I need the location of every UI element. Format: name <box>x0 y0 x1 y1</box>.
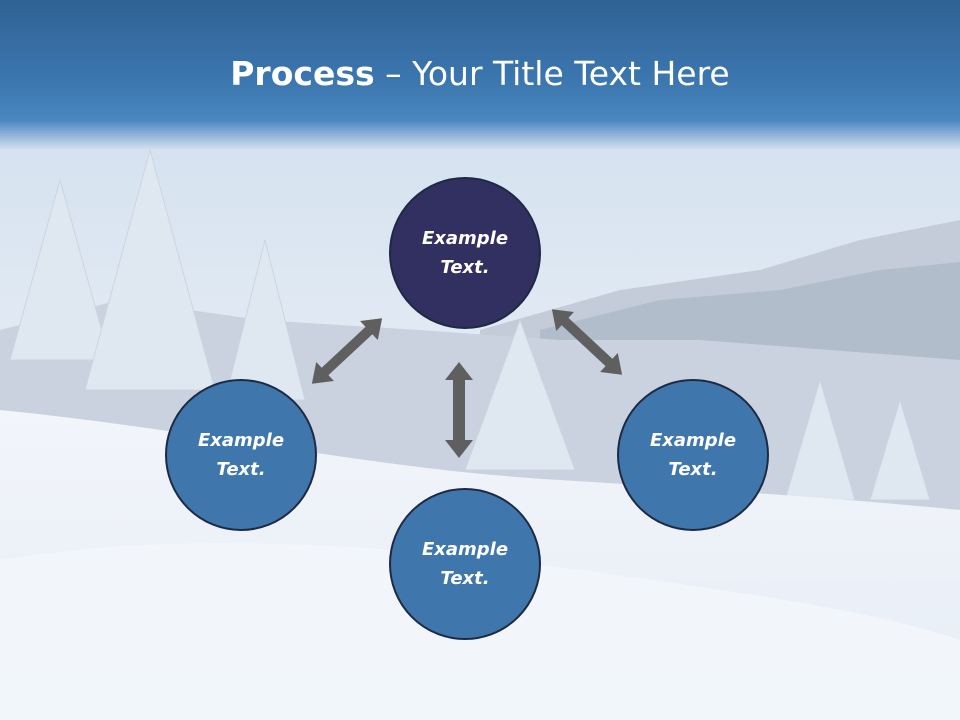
process-node-bottom: Example Text. <box>389 488 541 640</box>
double-arrow-icon <box>551 309 623 375</box>
process-node-right-text: Example Text. <box>649 430 737 480</box>
title-bold: Process <box>230 54 375 93</box>
process-node-bottom-text: Example Text. <box>421 539 509 589</box>
double-arrow-icon <box>311 318 383 384</box>
process-node-left: Example Text. <box>165 379 317 531</box>
process-node-left-text: Example Text. <box>197 430 285 480</box>
slide-title: Process – Your Title Text Here <box>0 52 960 96</box>
title-bar <box>0 0 960 150</box>
process-node-top-text: Example Text. <box>421 228 509 278</box>
process-node-right: Example Text. <box>617 379 769 531</box>
process-node-top: Example Text. <box>389 177 541 329</box>
title-separator: – <box>374 54 413 93</box>
double-arrow-icon <box>445 362 473 458</box>
title-rest: Your Title Text Here <box>412 54 730 93</box>
